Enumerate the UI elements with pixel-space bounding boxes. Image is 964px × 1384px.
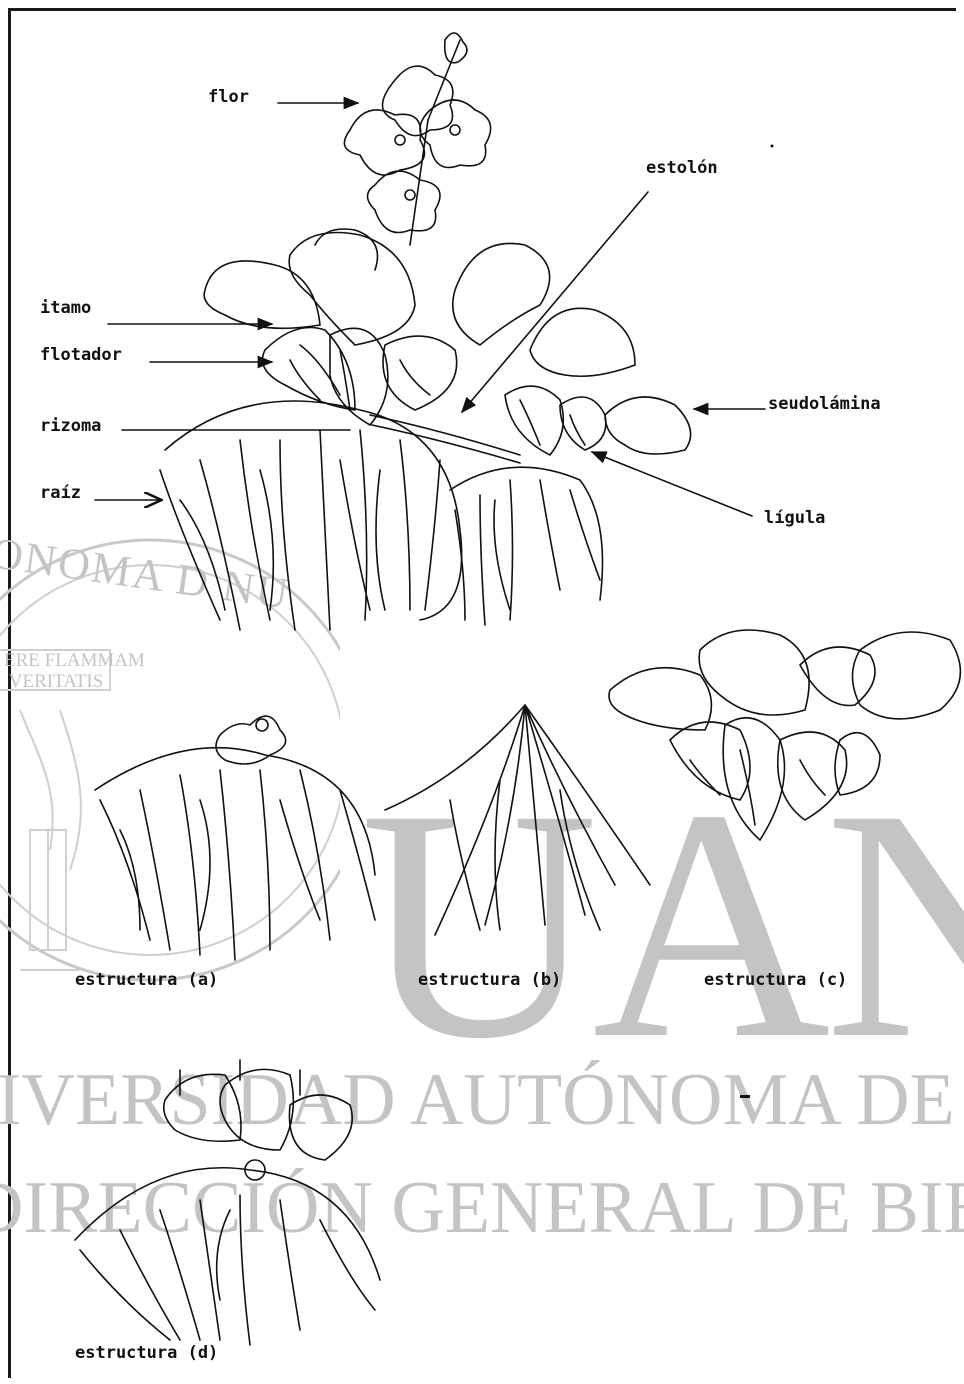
main-rosette-leaves [204,229,549,425]
scan-speck [771,145,774,148]
flower-spike [344,33,490,245]
structure-c-drawing [609,630,960,840]
main-root-mass [160,401,462,630]
caption-structure-c: estructura (c) [704,970,847,990]
scan-speck [740,1095,750,1098]
label-flotador: flotador [40,345,122,365]
caption-structure-b: estructura (b) [418,970,561,990]
offshoot-leaves [505,308,691,455]
caption-structure-a: estructura (a) [75,970,218,990]
ligula-pointer [592,452,752,516]
caption-structure-d: estructura (d) [75,1343,218,1363]
label-rizoma: rizoma [40,416,101,436]
stolon [370,415,520,463]
label-raiz: raíz [40,483,81,503]
structure-d-drawing [75,1060,380,1345]
label-flor: flor [208,87,249,107]
structure-a-drawing [95,716,375,960]
structure-b-drawing [385,705,650,935]
label-estolon: estolón [646,158,718,178]
label-ligula: lígula [764,508,825,528]
label-itamo: itamo [40,298,91,318]
label-seudolamina: seudolámina [768,394,881,414]
offshoot-root-mass [450,467,603,625]
estolon-pointer [462,192,648,412]
